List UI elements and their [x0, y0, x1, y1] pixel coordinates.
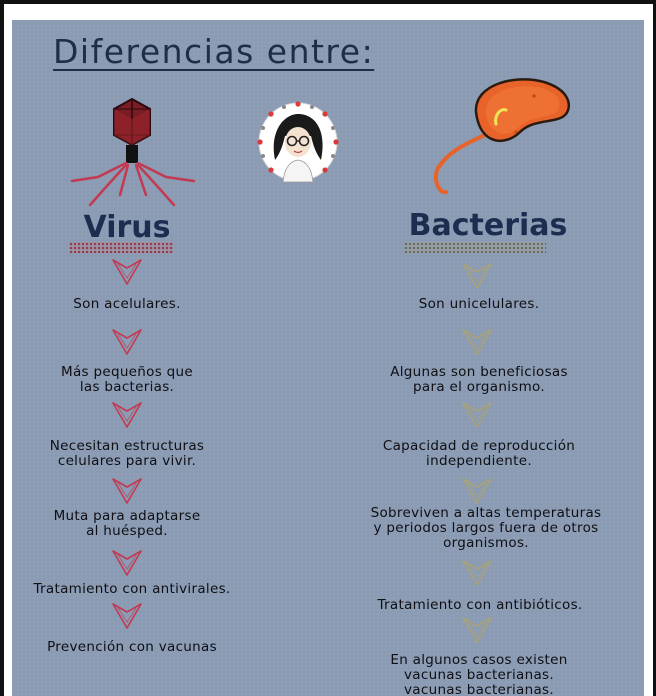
virus-item: Son acelulares. [73, 296, 181, 312]
down-chevron-icon [112, 603, 142, 629]
virus-item: Prevención con vacunas [47, 639, 217, 655]
down-chevron-icon [112, 402, 142, 428]
infographic-card: Diferencias entre: [12, 20, 644, 696]
bacterias-item: Son unicelulares. [418, 296, 540, 312]
bacteriophage-icon [70, 97, 196, 207]
down-chevron-icon [112, 259, 142, 285]
virus-heading: Virus [83, 210, 171, 245]
page-title: Diferencias entre: [53, 32, 375, 71]
down-chevron-icon [112, 329, 142, 355]
down-chevron-icon [462, 402, 492, 428]
down-chevron-icon [462, 263, 492, 289]
down-chevron-icon [462, 560, 492, 586]
scientist-avatar-icon[interactable] [255, 100, 341, 184]
bacterium-icon [433, 78, 570, 195]
down-chevron-icon [462, 478, 492, 504]
bacterias-heading: Bacterias [408, 208, 568, 243]
down-chevron-icon [112, 478, 142, 504]
down-chevron-icon [462, 617, 492, 643]
down-chevron-icon [462, 329, 492, 355]
bacterias-heading-decoration [404, 242, 546, 253]
down-chevron-icon [112, 550, 142, 576]
bacterias-item: Tratamiento con antibióticos. [377, 597, 583, 613]
virus-item: Tratamiento con antivirales. [33, 581, 231, 597]
virus-heading-decoration [69, 242, 173, 253]
